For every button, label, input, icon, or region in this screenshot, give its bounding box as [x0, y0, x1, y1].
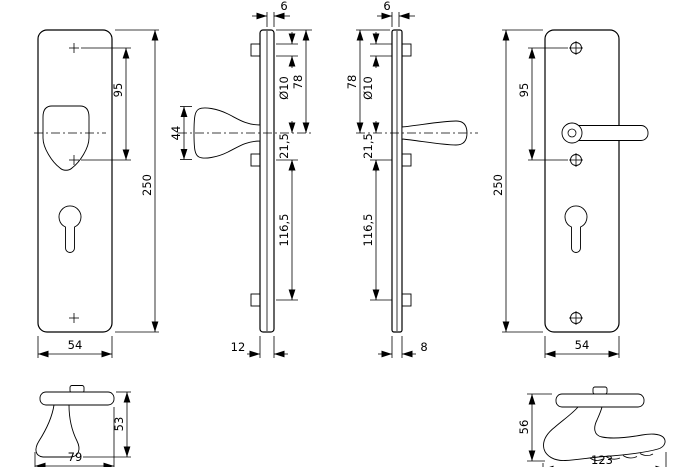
dim-label-78: 78 [291, 75, 305, 90]
dim-outer-screw-distance: 95 [81, 47, 131, 161]
dim-label-78: 78 [345, 75, 359, 90]
knob-profile-outline [35, 404, 80, 458]
dim-lever-profile-height: 56 [517, 393, 552, 462]
dim-knob-chain: 78 Ø10 21,5 116,5 [276, 29, 312, 301]
screw-bottom [569, 311, 583, 325]
dim-inner-width: 54 [544, 336, 620, 358]
dim-label-21-5: 21,5 [361, 133, 375, 159]
lever-spindle-nub [592, 386, 608, 395]
dim-label-250: 250 [491, 174, 505, 196]
dim-label-123: 123 [591, 453, 613, 467]
fixing-boss-top [401, 43, 412, 57]
dim-label-21-5: 21,5 [277, 133, 291, 159]
dim-outer-width: 54 [37, 336, 113, 358]
dim-label-54: 54 [68, 338, 83, 352]
dim-label-116-5: 116,5 [361, 214, 375, 247]
knob-base-cap [39, 391, 115, 406]
cylinder-hole [564, 205, 588, 253]
dim-lever-chain: 78 Ø10 21,5 116,5 [345, 29, 392, 301]
dim-knob-profile-height: 53 [83, 391, 131, 458]
dim-label-79: 79 [68, 450, 83, 464]
dim-knob-profile-width: 79 [34, 407, 115, 467]
lever-base-cap [555, 393, 645, 408]
knob-side-outline [193, 107, 261, 159]
screw-mark-bottom [69, 313, 79, 323]
outer-plate-outline [37, 29, 113, 333]
lever-spindle [567, 128, 577, 138]
lever-plate-side-view: 6 78 Ø10 21,5 116,5 8 [345, 0, 478, 358]
lever-rose [561, 122, 583, 144]
lever-profile-outline [543, 406, 666, 461]
dim-lever-plate-thickness: 8 [378, 336, 428, 358]
knob-spindle-nub [69, 385, 85, 393]
dim-knob-width: 44 [169, 106, 192, 160]
dim-lever-profile-width: 123 [542, 452, 667, 467]
fixing-boss-bottom [250, 293, 261, 307]
dim-label-54: 54 [575, 338, 590, 352]
dim-label-6: 6 [383, 0, 390, 13]
screw-top [569, 41, 583, 55]
lever-finger-grooves [589, 453, 654, 461]
fixing-boss-middle [250, 153, 261, 167]
inner-plate-front-view: 95 250 54 [491, 29, 649, 358]
screw-mark-middle [69, 155, 79, 165]
dim-label-d10: Ø10 [361, 76, 375, 100]
dim-knob-plate-thickness: 12 [231, 336, 288, 358]
outer-plate-front-view: 95 250 54 [34, 29, 159, 358]
dim-outer-total-height: 250 [115, 29, 159, 333]
dim-label-95: 95 [517, 83, 531, 98]
dim-label-12: 12 [231, 340, 246, 354]
screw-middle [569, 153, 583, 167]
fixing-boss-middle [401, 153, 412, 167]
dim-knob-edge-thickness: 6 [252, 0, 290, 27]
dim-label-d10: Ø10 [277, 76, 291, 100]
fixing-boss-bottom [401, 293, 412, 307]
dim-label-6: 6 [280, 0, 287, 13]
fixing-boss-top [250, 43, 261, 57]
dim-inner-total-height: 250 [491, 29, 543, 333]
cylinder-hole [58, 205, 82, 253]
lever-profile-view: 123 56 [517, 386, 667, 467]
dim-label-53: 53 [112, 417, 126, 432]
knob-front-outline [42, 105, 90, 171]
dim-label-95: 95 [111, 83, 125, 98]
dim-inner-screw-distance: 95 [517, 47, 568, 161]
dim-label-250: 250 [140, 174, 154, 196]
dim-label-44: 44 [169, 126, 183, 141]
dim-label-56: 56 [517, 420, 531, 435]
dim-label-116-5: 116,5 [277, 214, 291, 247]
knob-plate-side-view: 44 6 78 Ø10 21,5 116,5 [169, 0, 312, 358]
inner-plate-outline [544, 29, 620, 333]
screw-mark-top [69, 43, 79, 53]
knob-profile-view: 79 53 [34, 385, 131, 467]
dim-label-8: 8 [420, 340, 427, 354]
dim-lever-edge-thickness: 6 [377, 0, 415, 27]
